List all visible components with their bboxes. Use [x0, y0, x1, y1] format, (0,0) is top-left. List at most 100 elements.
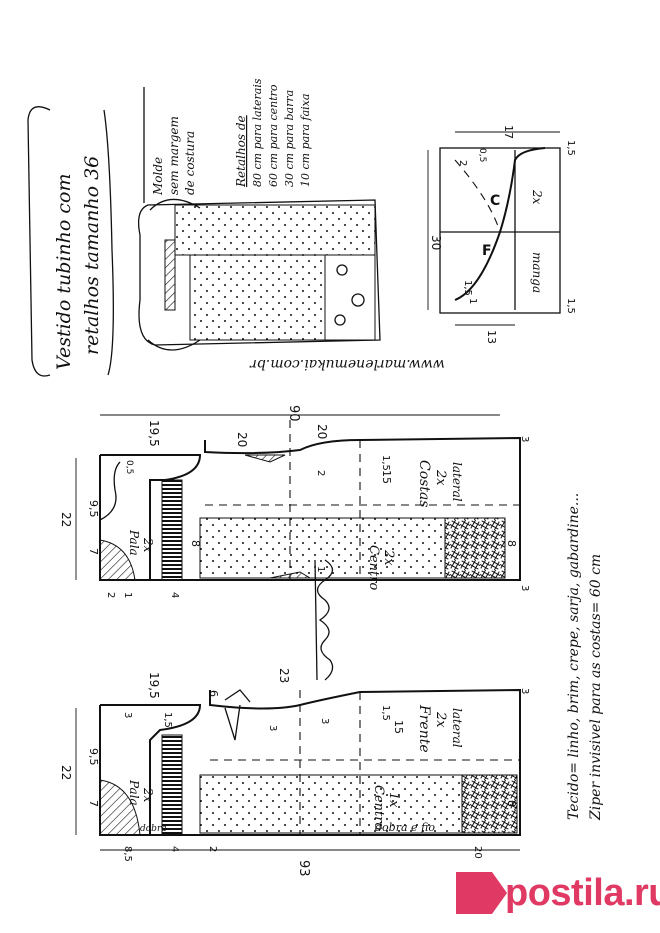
back-dim-2: 2: [105, 592, 116, 598]
logo-arrow-icon: [456, 872, 507, 914]
sleeve-label-c: C: [490, 193, 500, 209]
sleeve-dim-r15b: 1,5: [565, 298, 576, 314]
mold-note-line3: de costura: [183, 131, 197, 195]
back-dart-top: [244, 454, 286, 463]
scraps-item-4: 10 cm para faixa: [299, 94, 312, 187]
back-pattern: 90 Pala 2x Centro 2x Costas 2x lateral 1…: [59, 405, 530, 598]
signature: [314, 559, 334, 681]
back-dim-4: 4: [169, 592, 180, 598]
back-label-lateral: lateral: [450, 462, 464, 502]
front-dim-total: 93: [296, 860, 311, 877]
back-dim-15b: 1,5: [380, 455, 391, 471]
website-text: www.marlenemukai.com.br: [249, 356, 445, 372]
front-neck-hatch: [99, 779, 141, 836]
back-centro-panel: [199, 517, 446, 579]
back-dim-15: 15: [380, 470, 393, 484]
scraps-note: Retalhos de 80 cm para laterais 60 cm pa…: [234, 78, 312, 188]
front-hem-panel: [461, 774, 518, 834]
back-dim-05: 0,5: [124, 460, 134, 474]
back-dim-1: 1: [122, 592, 133, 598]
front-dim-95: 9,5: [87, 748, 100, 766]
dress-dotted-center: [189, 254, 326, 341]
back-label-centro: Centro: [366, 545, 381, 590]
back-dim-2b: 2: [315, 470, 326, 476]
scraps-item-2: 60 cm para centro: [267, 84, 280, 187]
sleeve-dim-two: 2: [457, 160, 468, 166]
back-dim-total: 90: [286, 405, 301, 422]
front-dim-7: 7: [87, 800, 100, 807]
back-band-strip: [161, 479, 183, 581]
back-dim-7: 7: [87, 548, 100, 555]
back-label-pala: Pala: [127, 529, 141, 556]
sleeve-label-2x: 2x: [530, 189, 544, 205]
sleeve-label-manga: manga: [530, 252, 544, 293]
scraps-item-3: 30 cm para barra: [283, 90, 296, 187]
mold-note-line1: Molde: [151, 157, 165, 196]
back-label-pala-count: 2x: [141, 537, 155, 553]
back-dim-8a: 8: [189, 540, 202, 547]
back-label-costas: Costas: [416, 460, 432, 507]
zipper-note: Ziper invisivel para as costas= 60 cm: [588, 554, 604, 821]
sleeve-dim-half: 0,5: [477, 148, 487, 162]
back-dim-3: 3: [519, 436, 530, 442]
front-dim-3c: 3: [319, 718, 330, 724]
back-hem-panel: [444, 517, 506, 579]
sleeve-pattern: C F 2x manga 17 30 13 1,5 1,5 1,5 2 0,5 …: [427, 125, 576, 344]
sleeve-label-f: F: [482, 243, 492, 259]
sleeve-dim-height: 30: [429, 235, 443, 250]
front-label-dobra-fio: dobra e fio: [375, 821, 435, 834]
back-dim-1b: 1: [315, 566, 326, 572]
sleeve-frame: [439, 147, 561, 314]
sleeve-dim-bottom: 13: [485, 330, 498, 344]
front-label-centro-count: 1x: [386, 792, 401, 808]
title-block: Vestido tubinho com retalhos tamanho 36: [27, 106, 114, 377]
front-dim-20: 20: [472, 846, 483, 859]
dress-illustration: [137, 198, 381, 351]
back-label-costas-count: 2x: [433, 469, 448, 486]
front-dim-23: 23: [277, 668, 291, 683]
front-dim-8: 8: [505, 800, 518, 807]
front-label-frente: Frente: [416, 704, 432, 753]
front-dim-15b: 1,5: [162, 712, 173, 728]
front-label-pala: Pala: [127, 779, 141, 806]
scraps-heading: Retalhos de: [234, 115, 248, 188]
sleeve-dim-top: 17: [502, 125, 515, 139]
back-neck-hatch: [99, 539, 136, 581]
scraps-item-1: 80 cm para laterais: [251, 78, 264, 187]
back-label-centro-count: 2x: [381, 549, 396, 566]
dress-floral-panel: [324, 254, 376, 341]
back-dim-8b: 8: [505, 540, 518, 547]
back-dim-20b: 20: [315, 424, 329, 439]
back-dart-bottom: [269, 571, 312, 579]
front-dim-195: 19,5: [147, 672, 161, 699]
front-dim-3b: 3: [267, 725, 278, 731]
front-label-frente-count: 2x: [433, 711, 448, 728]
front-band-strip: [161, 734, 183, 836]
back-dim-3b: 3: [519, 585, 530, 591]
front-label-centro: Centro: [371, 785, 386, 830]
front-label-dobra: dobra: [140, 824, 167, 834]
front-pattern: Pala 2x Centro 1x Frente 2x lateral dobr…: [59, 668, 530, 877]
back-dim-22: 22: [59, 512, 73, 527]
back-dim-95: 9,5: [87, 500, 100, 518]
back-dim-195: 19,5: [147, 420, 161, 447]
mold-note: Molde sem margem de costura: [143, 87, 197, 203]
mold-note-line2: sem margem: [167, 116, 181, 195]
sleeve-dim-one: 1: [467, 298, 478, 304]
front-centro-panel: [199, 774, 463, 834]
front-dim-4: 4: [169, 846, 180, 852]
front-label-lateral: lateral: [450, 708, 464, 748]
front-dim-85: 8,5: [122, 846, 133, 862]
front-dim-3a: 3: [122, 712, 133, 718]
title-line2: retalhos tamanho 36: [81, 156, 103, 355]
front-dim-6: 6: [207, 690, 220, 697]
back-dim-20a: 20: [235, 432, 249, 447]
sleeve-dim-r15a: 1,5: [565, 140, 576, 156]
front-dim-15c: 1,5: [380, 705, 391, 721]
front-dim-22: 22: [59, 765, 73, 780]
title-line1: Vestido tubinho com: [53, 174, 75, 371]
front-dim-15: 15: [392, 720, 405, 734]
dress-dotted-top: [174, 204, 376, 256]
front-label-pala-count: 2x: [141, 787, 155, 803]
